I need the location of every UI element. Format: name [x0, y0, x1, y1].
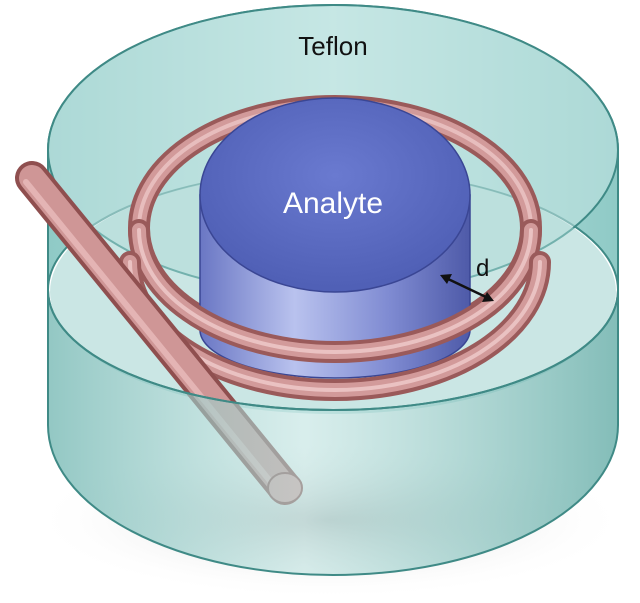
analyte-top: [199, 97, 471, 293]
analyte-cylinder: [199, 97, 471, 379]
analyte-label: Analyte: [283, 187, 383, 220]
teflon-inner-rim: [47, 289, 619, 411]
teflon-label: Teflon: [298, 31, 367, 61]
distance-arrow: [440, 274, 494, 302]
distance-label: d: [476, 255, 489, 282]
